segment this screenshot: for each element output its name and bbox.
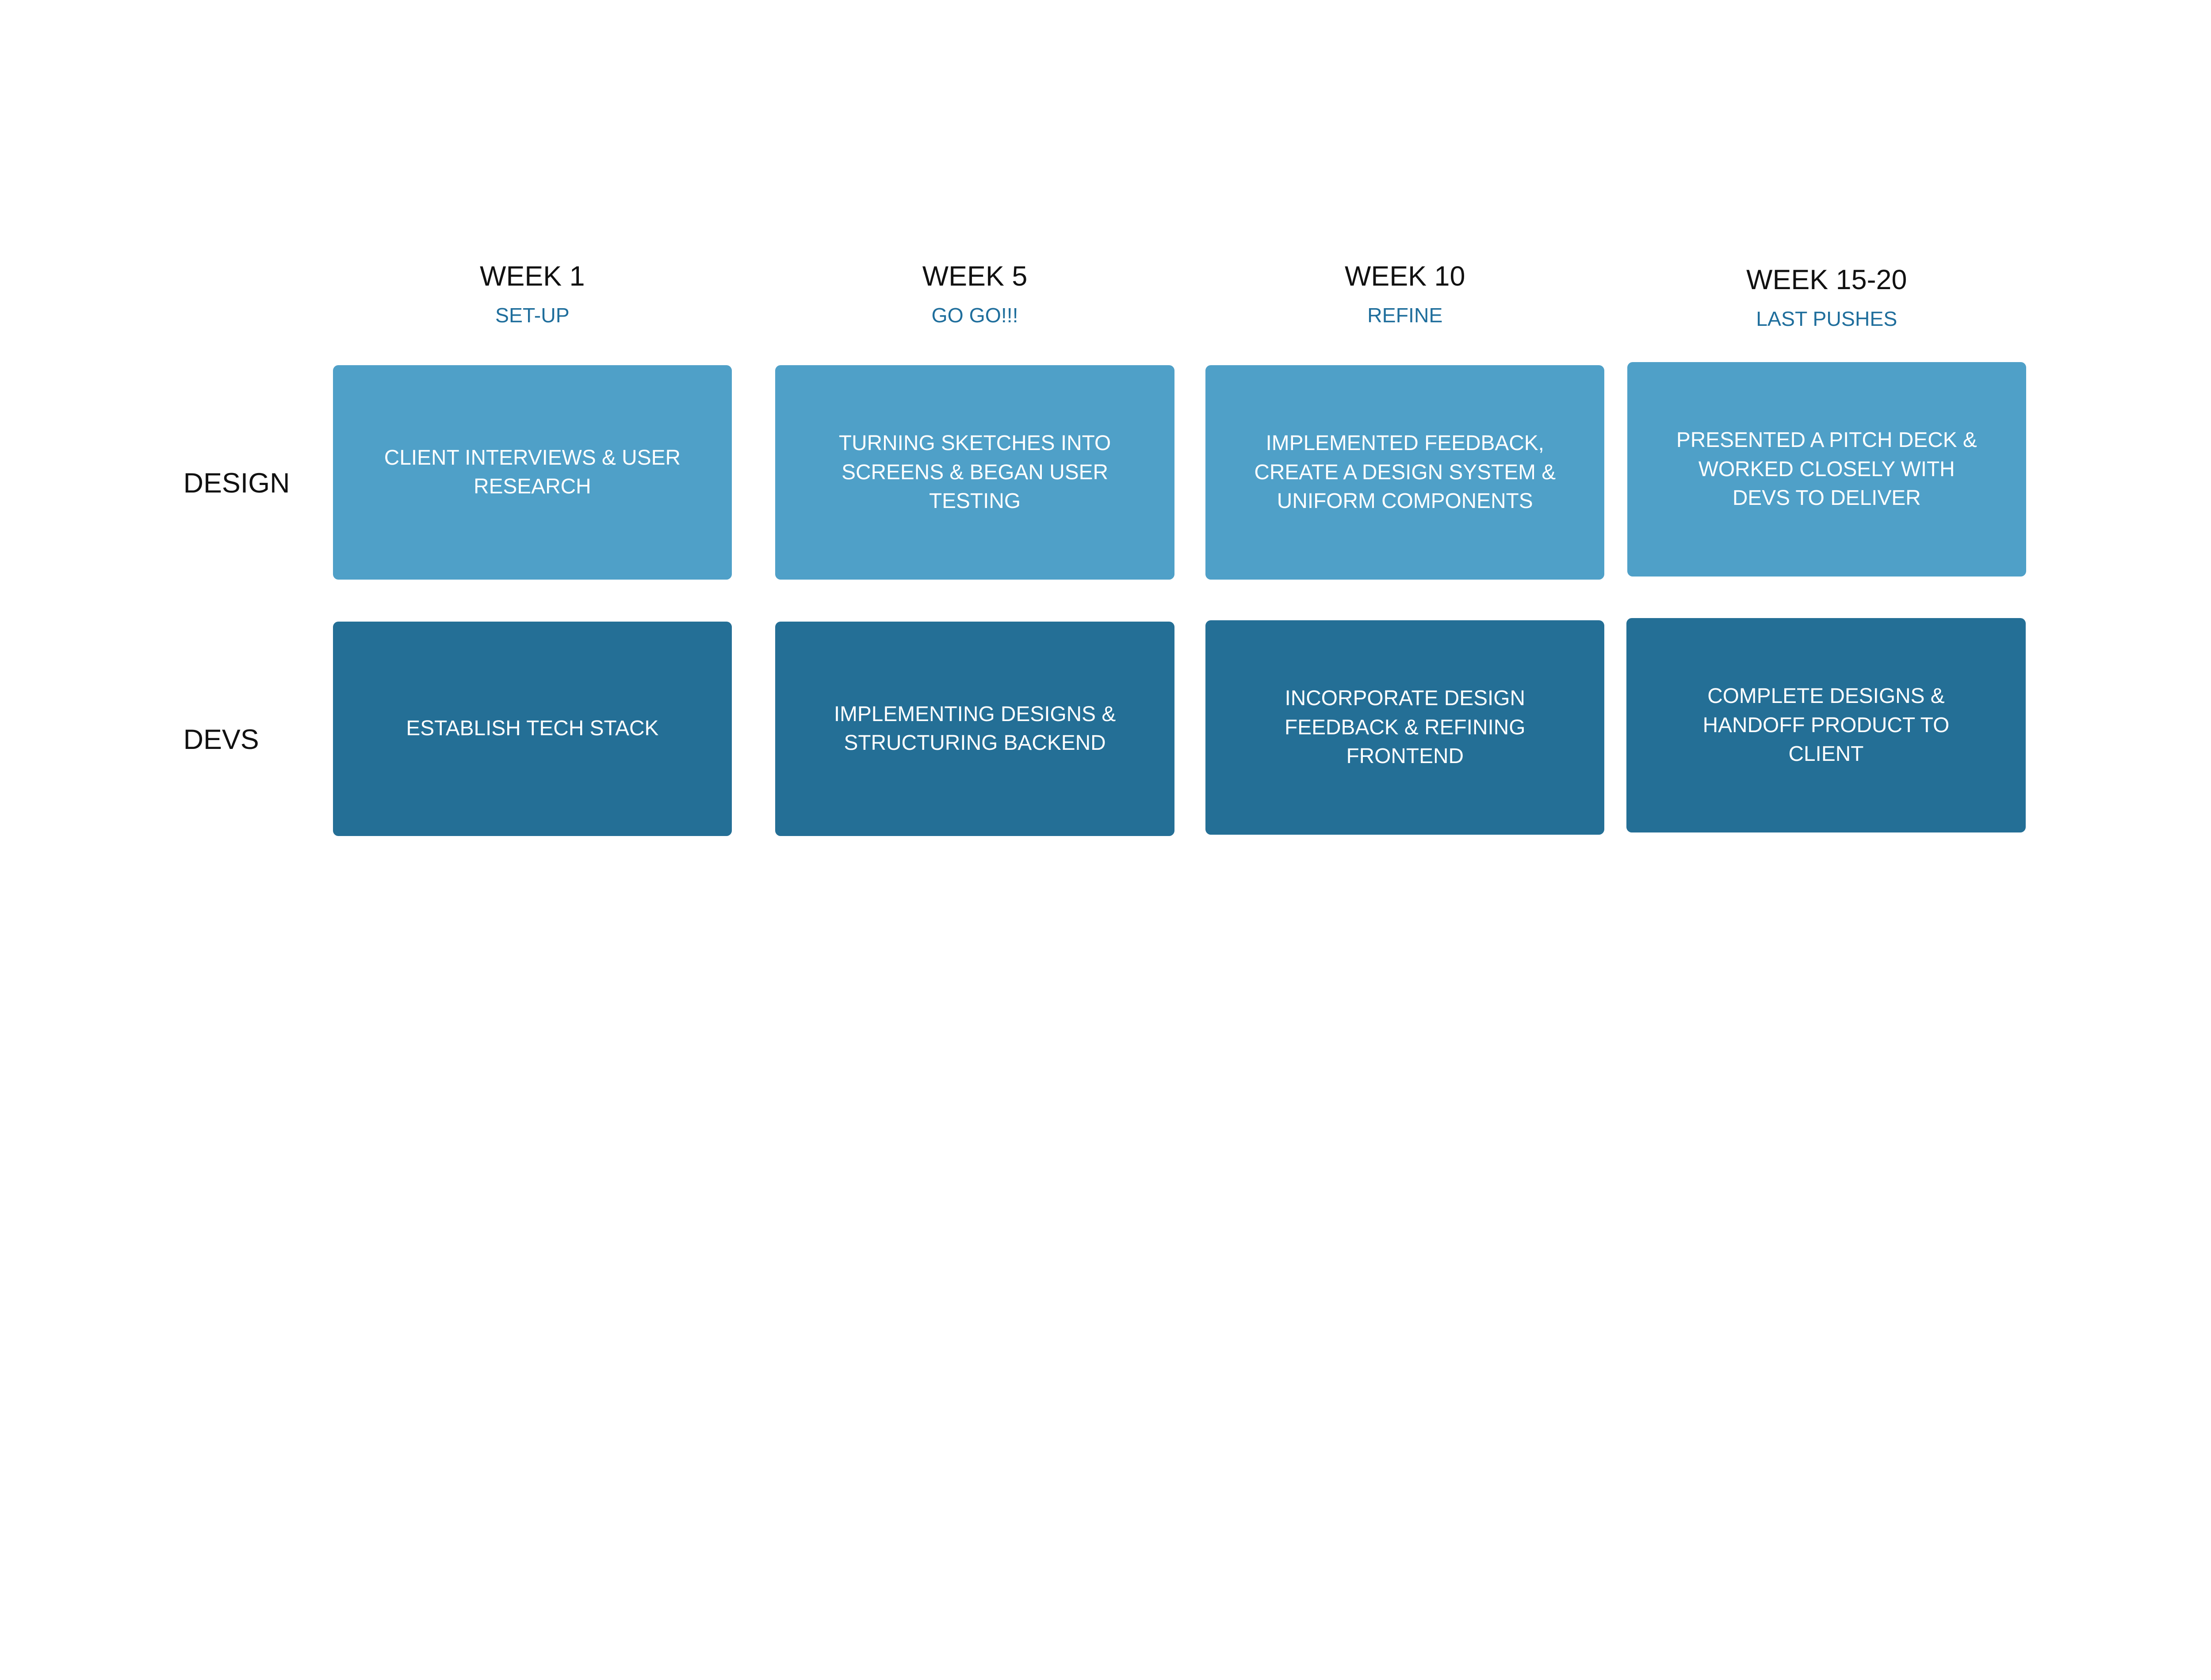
week-header-1: WEEK 1 SET-UP — [333, 263, 732, 325]
design-card-week-5: TURNING SKETCHES INTO SCREENS & BEGAN US… — [775, 365, 1174, 580]
week-header-10: WEEK 10 REFINE — [1205, 263, 1604, 325]
week-subtitle: REFINE — [1367, 303, 1443, 327]
week-header-5: WEEK 5 GO GO!!! — [775, 263, 1174, 325]
week-title: WEEK 5 — [922, 261, 1028, 292]
week-header-15-20: WEEK 15-20 LAST PUSHES — [1627, 266, 2026, 329]
week-subtitle: SET-UP — [495, 303, 570, 327]
devs-card-week-1: ESTABLISH TECH STACK — [333, 621, 732, 836]
week-subtitle: GO GO!!! — [931, 303, 1018, 327]
design-card-week-15-20: PRESENTED A PITCH DECK & WORKED CLOSELY … — [1627, 362, 2026, 577]
design-card-week-10: IMPLEMENTED FEEDBACK, CREATE A DESIGN SY… — [1205, 365, 1605, 580]
devs-card-week-10: INCORPORATE DESIGN FEEDBACK & REFINING F… — [1205, 620, 1605, 835]
week-title: WEEK 10 — [1345, 261, 1465, 292]
devs-card-week-15-20: COMPLETE DESIGNS & HANDOFF PRODUCT TO CL… — [1626, 618, 2026, 833]
week-subtitle: LAST PUSHES — [1756, 307, 1897, 331]
design-card-week-1: CLIENT INTERVIEWS & USER RESEARCH — [333, 365, 732, 580]
row-label-devs: DEVS — [183, 724, 259, 755]
row-label-design: DESIGN — [183, 468, 290, 499]
week-title: WEEK 15-20 — [1746, 264, 1907, 296]
week-title: WEEK 1 — [480, 261, 585, 292]
devs-card-week-5: IMPLEMENTING DESIGNS & STRUCTURING BACKE… — [775, 621, 1174, 836]
